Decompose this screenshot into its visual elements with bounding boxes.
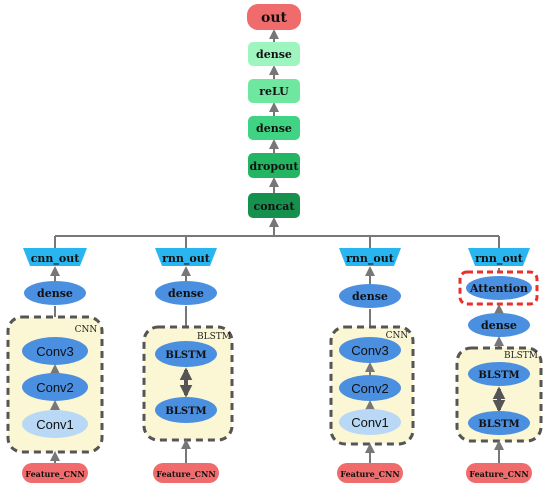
rnn-out-label-b4: rnn_out [475, 252, 524, 266]
blstm-bottom-node-b4 [468, 411, 530, 435]
blstm-bottom-label-b4: BLSTM [478, 419, 519, 430]
blstm-panel-label-b4: BLSTM [504, 351, 538, 361]
blstm-top-node-b2 [155, 341, 217, 367]
rnn-out-label-b3: rnn_out [346, 252, 395, 266]
conv2-node-b3 [339, 375, 401, 401]
bus-connectors [54, 217, 500, 248]
head-stack: out dense reLU dense dropout concat [247, 4, 301, 218]
rnn-out-node-b3 [339, 248, 401, 266]
conv2-label-b3: Conv2 [351, 381, 389, 396]
rnn-out-node-b4 [468, 248, 530, 266]
conv3-label-b1: Conv3 [36, 344, 74, 359]
branch-blstm-2: rnn_out dense BLSTM BLSTM BLSTM Feature_… [142, 248, 234, 483]
concat-label: concat [254, 200, 296, 213]
dense-node-b4 [468, 313, 530, 337]
branch-cnn-3: rnn_out dense CNN Conv3 Conv2 Conv1 Feat… [329, 248, 415, 483]
feature-label-b3: Feature_CNN [340, 469, 399, 479]
cnn-out-label: cnn_out [31, 252, 81, 266]
blstm-top-label-b2: BLSTM [165, 350, 206, 361]
attention-label-b4: Attention [469, 282, 528, 295]
branch-cnn-1: cnn_out dense CNN Conv3 Conv2 Conv1 Feat… [6, 248, 104, 483]
branch-blstm-attention-4: rnn_out Attention dense BLSTM BLSTM BLST… [455, 248, 543, 483]
feature-label-b1: Feature_CNN [25, 469, 84, 479]
feature-label-b4: Feature_CNN [469, 469, 528, 479]
conv1-label-b1: Conv1 [36, 417, 74, 432]
cnn-panel-label-b3: CNN [386, 331, 409, 341]
rnn-out-label-b2: rnn_out [162, 252, 211, 266]
feature-node-b3 [337, 463, 403, 483]
rnn-out-node-b2 [155, 248, 217, 266]
dense-top-label: dense [256, 48, 292, 61]
blstm-bottom-node-b2 [155, 397, 217, 423]
dropout-label: dropout [250, 160, 300, 173]
dense-label-b3: dense [352, 290, 388, 303]
feature-label-b2: Feature_CNN [156, 469, 215, 479]
concat-node [248, 193, 300, 218]
dense-label-b4: dense [481, 319, 517, 332]
dense-node-b2 [155, 281, 217, 305]
dropout-node [248, 153, 300, 178]
blstm-top-label-b4: BLSTM [478, 370, 519, 381]
dense-node-b3 [339, 284, 401, 308]
blstm-panel-label-b2: BLSTM [197, 332, 231, 342]
dense-label-b2: dense [168, 287, 204, 300]
conv2-label-b1: Conv2 [36, 380, 74, 395]
conv3-node-b1 [22, 337, 88, 365]
feature-node-b2 [153, 463, 219, 483]
conv1-label-b3: Conv1 [351, 415, 389, 430]
blstm-bottom-label-b2: BLSTM [165, 406, 206, 417]
cnn-out-node [23, 248, 87, 266]
conv1-node-b1 [22, 410, 88, 438]
dense-mid-node [248, 116, 300, 140]
conv1-node-b3 [339, 409, 401, 435]
relu-label: reLU [259, 85, 289, 98]
relu-node [248, 79, 300, 103]
conv3-label-b3: Conv3 [351, 343, 389, 358]
conv3-node-b3 [339, 337, 401, 363]
dense-label-b1: dense [37, 287, 73, 300]
attention-node-b4 [466, 276, 532, 300]
out-node [247, 4, 301, 30]
dense-node-b1 [24, 281, 86, 305]
feature-node-b1 [22, 463, 88, 483]
feature-node-b4 [466, 463, 532, 483]
out-label: out [261, 10, 288, 26]
blstm-top-node-b4 [468, 362, 530, 386]
dense-mid-label: dense [256, 122, 292, 135]
cnn-panel-label-b1: CNN [75, 325, 98, 335]
conv2-node-b1 [22, 373, 88, 401]
dense-top-node [248, 42, 300, 66]
